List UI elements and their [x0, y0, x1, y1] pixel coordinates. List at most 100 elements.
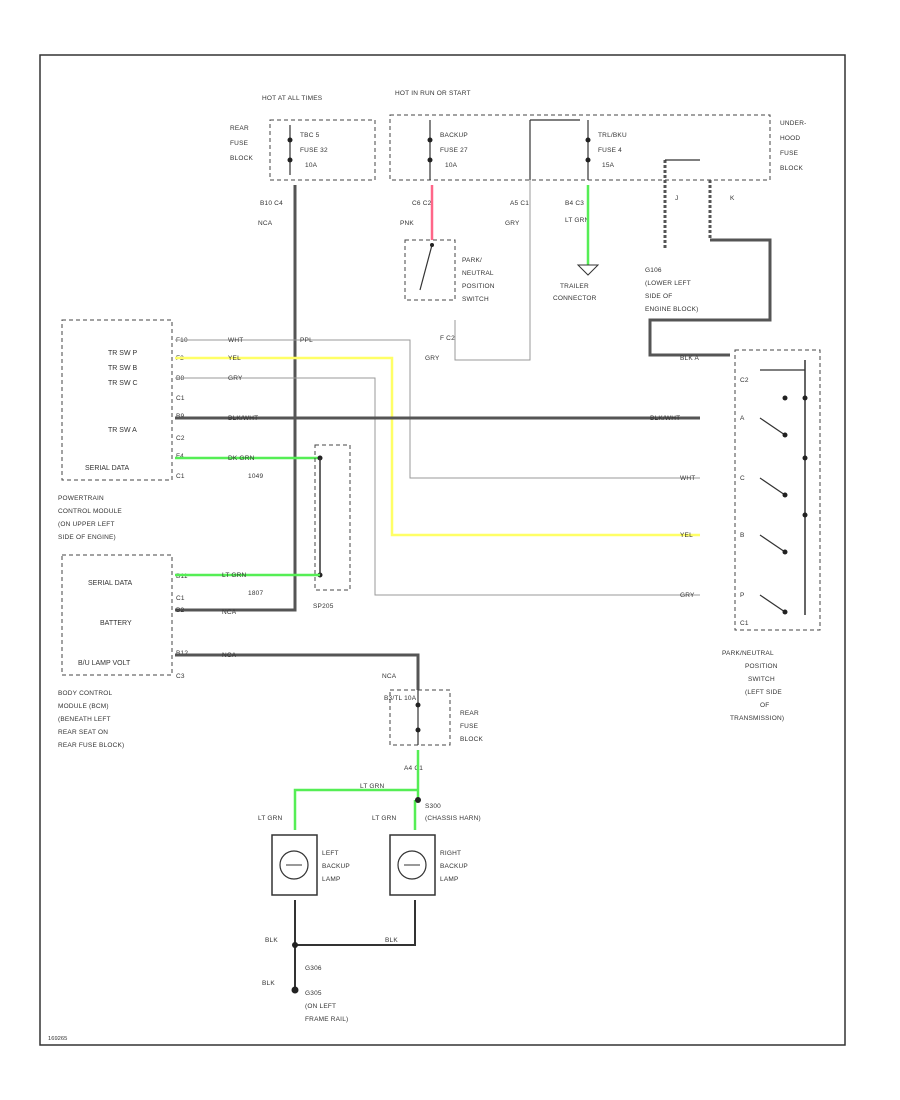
underhood-fuse-block: HOT IN RUN OR START BACKUP FUSE 27 10A T… — [389, 90, 806, 250]
g106-l3: ENGINE BLOCK) — [645, 306, 699, 313]
pn-pin-0: A — [740, 415, 745, 422]
pcm-pin-0: TR SW P — [108, 350, 137, 357]
fuse27-l1: FUSE 27 — [440, 147, 468, 154]
wire-nca-4: NCA — [382, 673, 397, 680]
rfb2-l0: REAR — [460, 710, 479, 717]
wire-ppl: PPL — [300, 337, 313, 344]
s300-l0: S300 — [425, 803, 441, 810]
pcm-c-1: C2 — [176, 435, 185, 442]
pn-c1: C1 — [740, 620, 749, 627]
wire-ltgrn-2: LT GRN — [222, 572, 247, 579]
trailer-l1: CONNECTOR — [553, 295, 597, 302]
fuse4-l2: 15A — [602, 162, 615, 169]
wire-blkwht-1: BLK/WHT — [228, 415, 258, 422]
wire-dkgrn: DK GRN — [228, 455, 255, 462]
hot-label-1: HOT AT ALL TIMES — [262, 95, 323, 102]
conn-b4-c3: B4 C3 — [565, 200, 584, 207]
bcm-id-1: B2 — [176, 607, 185, 614]
wire-wht-pcm — [175, 339, 700, 479]
splice-s300-dot — [415, 797, 421, 803]
fuse32-l0: TBC 5 — [300, 132, 320, 139]
conn-f-c2: F C2 — [440, 335, 455, 342]
trailer-l0: TRAILER — [560, 283, 589, 290]
g106-l1: (LOWER LEFT — [645, 280, 691, 287]
bcm-label-1: MODULE (BCM) — [58, 703, 109, 710]
wire-ltgrn-1: LT GRN — [565, 217, 590, 224]
g305-l1: (ON LEFT — [305, 1003, 336, 1010]
llamp-l2: LAMP — [322, 876, 341, 883]
pcm-module: TR SW P TR SW B TR SW C TR SW A SERIAL D… — [58, 319, 188, 541]
pnsw-l1: NEUTRAL — [462, 270, 494, 277]
park-neutral-switch-main: C2 C1 BLK/WHT WHT YEL GRY A C B P PARK/N… — [650, 349, 821, 722]
bcm-c-2: C3 — [176, 673, 185, 680]
splice-sp205: SP205 — [313, 444, 351, 610]
wire-blk-1: BLK — [265, 937, 278, 944]
wire-blk-3: BLK — [262, 980, 275, 987]
underhood-l3: BLOCK — [780, 165, 804, 172]
pnlbl-2: SWITCH — [748, 676, 775, 683]
bcm-label-2: (BENEATH LEFT — [58, 716, 111, 723]
rear-fuse-id: B3/TL 10A — [384, 695, 417, 702]
left-backup-lamp: LEFT BACKUP LAMP — [271, 834, 350, 896]
rlamp-l1: BACKUP — [440, 863, 468, 870]
llamp-l1: BACKUP — [322, 863, 350, 870]
fuse27-l2: 10A — [445, 162, 458, 169]
ground-g106: G106 (LOWER LEFT SIDE OF ENGINE BLOCK) B… — [645, 238, 772, 362]
pnlbl-3: (LEFT SIDE — [745, 689, 782, 696]
pcm-id-4: F4 — [176, 453, 184, 460]
pnlbl-4: OF — [760, 702, 769, 709]
ground-g305-dot — [291, 986, 299, 994]
bcm-id-0: B11 — [176, 573, 188, 580]
wire-gry-pcm — [175, 377, 700, 596]
conn-c6-c2: C6 C2 — [412, 200, 432, 207]
pcm-pin-3: TR SW A — [108, 427, 137, 434]
pnsw-l3: SWITCH — [462, 296, 489, 303]
pcm-label-1: CONTROL MODULE — [58, 508, 122, 515]
pcm-c-2: C1 — [176, 473, 185, 480]
pn-wire-3: GRY — [680, 592, 695, 599]
bcm-label-3: REAR SEAT ON — [58, 729, 108, 736]
g306-label: G306 — [305, 965, 322, 972]
underhood-l1: HOOD — [780, 135, 800, 142]
pcm-label-3: SIDE OF ENGINE) — [58, 534, 116, 541]
wire-ltgrn-4: LT GRN — [258, 815, 283, 822]
wire-nca-3: NCA — [222, 652, 237, 659]
wire-blk-a: BLK A — [680, 355, 700, 362]
g305-l0: G305 — [305, 990, 322, 997]
trailer-connector: TRAILER CONNECTOR — [553, 264, 600, 302]
pcm-pin-2: TR SW C — [108, 380, 138, 387]
wire-gry-2: GRY — [425, 355, 440, 362]
llamp-l0: LEFT — [322, 850, 339, 857]
rear-fuse-block-top: HOT AT ALL TIMES REAR FUSE BLOCK TBC 5 F… — [230, 95, 376, 181]
pcm-pin-4: SERIAL DATA — [85, 465, 130, 472]
rlamp-l2: LAMP — [440, 876, 459, 883]
rear-fuse-block-bottom: B3/TL 10A REAR FUSE BLOCK A4 C1 — [384, 689, 484, 772]
pnlbl-0: PARK/NEUTRAL — [722, 650, 774, 657]
pcm-label-2: (ON UPPER LEFT — [58, 521, 115, 528]
sp205-label: SP205 — [313, 603, 334, 610]
s300-l1: (CHASSIS HARN) — [425, 815, 481, 822]
figure-code: 169265 — [48, 1036, 67, 1042]
g106-l0: G106 — [645, 267, 662, 274]
pcm-c-0: C1 — [176, 395, 185, 402]
fuse32-l2: 10A — [305, 162, 318, 169]
pn-wire-1: WHT — [680, 475, 695, 482]
underhood-l2: FUSE — [780, 150, 799, 157]
pn-wire-2: YEL — [680, 532, 693, 539]
rfb2-l2: BLOCK — [460, 736, 484, 743]
pcm-pin-1: TR SW B — [108, 365, 137, 372]
right-backup-lamp: RIGHT BACKUP LAMP — [389, 834, 468, 896]
rear-fuse-label-0: REAR — [230, 125, 249, 132]
conn-a4-c1: A4 C1 — [404, 765, 423, 772]
fuse27-l0: BACKUP — [440, 132, 468, 139]
diagram-frame — [39, 54, 846, 1046]
rear-fuse-label-1: FUSE — [230, 140, 249, 147]
pn-pin-2: B — [740, 532, 745, 539]
bcm-pin-2: B/U LAMP VOLT — [78, 660, 131, 667]
wire-yel-1: YEL — [228, 355, 241, 362]
bcm-label-4: REAR FUSE BLOCK) — [58, 742, 124, 749]
wire-gray-a5 — [454, 180, 531, 361]
pnsw-l0: PARK/ — [462, 257, 482, 264]
wire-ltgrn-5: LT GRN — [372, 815, 397, 822]
